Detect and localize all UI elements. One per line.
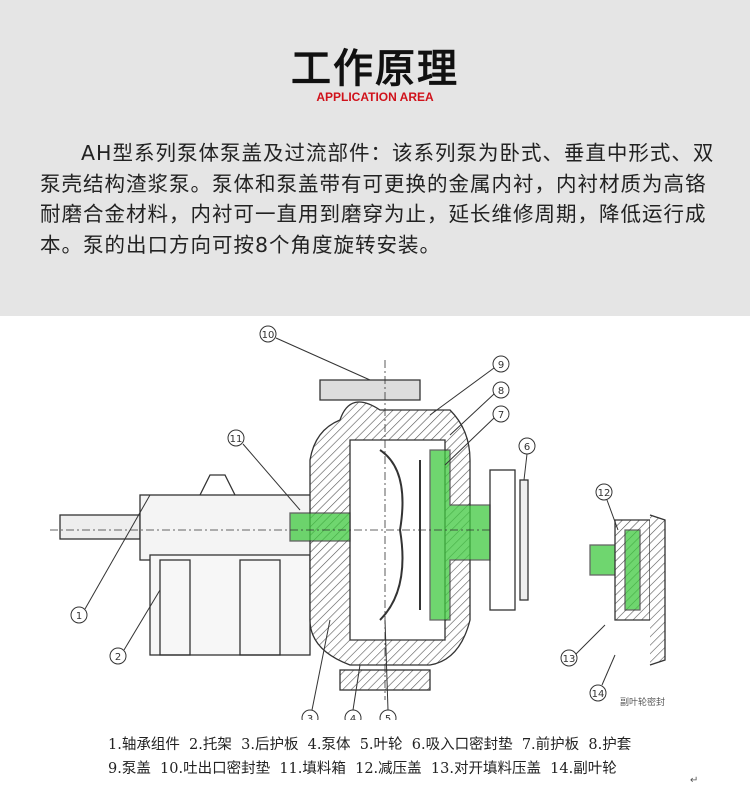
callout-2: 2 — [109, 589, 161, 665]
callout-5: 5 — [379, 619, 397, 720]
callout-4: 4 — [344, 664, 362, 720]
callout-6: 6 — [518, 437, 536, 481]
svg-text:10: 10 — [262, 330, 275, 341]
callout-9: 9 — [429, 355, 510, 416]
page-title: 工作原理 — [291, 46, 459, 92]
callout-7: 7 — [444, 405, 510, 466]
legend-line-2: 9.泵盖 10.吐出口密封垫 11.填料箱 12.减压盖 13.对开填料压盖 1… — [108, 761, 617, 777]
legend-line-1: 1.轴承组件 2.托架 3.后护板 4.泵体 5.叶轮 6.吸入口密封垫 7.前… — [108, 737, 632, 753]
svg-text:3: 3 — [307, 714, 313, 720]
svg-text:8: 8 — [498, 386, 504, 397]
svg-text:14: 14 — [592, 689, 605, 700]
callout-8: 8 — [449, 381, 510, 436]
callout-12: 12 — [595, 483, 619, 531]
pump-cross-section-diagram: 10 9 8 7 6 11 1 2 3 4 5 12 13 14 — [50, 325, 666, 720]
svg-text:13: 13 — [563, 654, 576, 665]
svg-text:6: 6 — [524, 442, 530, 453]
callout-14: 14 — [589, 654, 616, 702]
callout-11: 11 — [227, 429, 301, 511]
svg-text:5: 5 — [385, 714, 391, 720]
parts-legend: 1.轴承组件 2.托架 3.后护板 4.泵体 5.叶轮 6.吸入口密封垫 7.前… — [108, 733, 631, 781]
return-mark: ↵ — [690, 775, 699, 786]
svg-text:7: 7 — [498, 410, 504, 421]
callout-10: 10 — [259, 325, 371, 381]
svg-text:1: 1 — [76, 611, 82, 622]
callout-13: 13 — [560, 624, 606, 667]
callout-1: 1 — [70, 494, 151, 624]
callout-3: 3 — [301, 619, 331, 720]
page-subtitle: APPLICATION AREA — [316, 90, 434, 104]
svg-text:9: 9 — [498, 360, 504, 371]
detail-caption: 副叶轮密封 — [620, 698, 666, 708]
header-panel — [0, 0, 750, 316]
svg-text:11: 11 — [230, 434, 243, 445]
svg-text:12: 12 — [598, 488, 611, 499]
svg-text:2: 2 — [115, 652, 121, 663]
description-text: AH型系列泵体泵盖及过流部件：该系列泵为卧式、垂直中形式、双泵壳结构渣浆泵。泵体… — [40, 141, 715, 257]
svg-text:4: 4 — [350, 714, 356, 720]
